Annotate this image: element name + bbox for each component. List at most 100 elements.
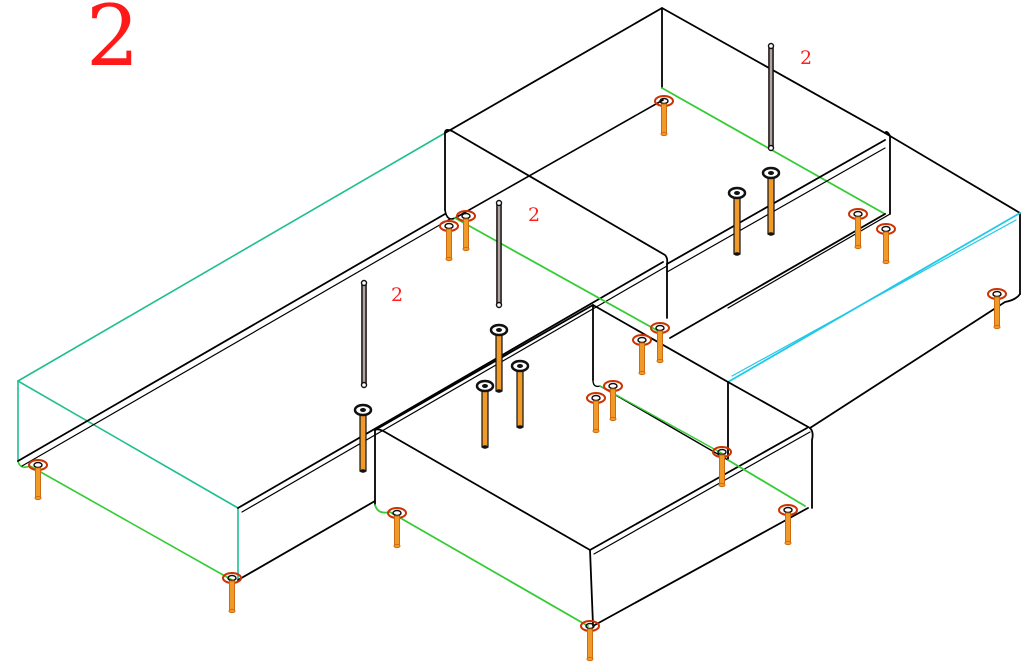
quantity-label: 2 [528,204,540,226]
step-number: 2 [86,0,140,85]
furniture-leg [28,459,48,501]
hardware-parts [28,42,1007,662]
chaise-front-top-edge [17,380,239,509]
corner-right-outline [884,132,1021,295]
washer-hole [360,408,366,412]
leg-shaft [883,231,889,263]
ottoman-module [374,304,814,627]
leg-bolt-head [637,336,647,344]
ottoman-front-edge [589,549,594,626]
ottoman-bottom-green [374,504,589,627]
bolt-tip [496,389,502,393]
quantity-label: 2 [800,47,812,69]
ottoman-right-top [592,304,729,461]
leg-tip [445,256,453,262]
bolt-shaft [359,412,367,472]
back-module [444,7,886,333]
furniture-leg [222,572,242,614]
furniture-leg [586,392,606,434]
quantity-labels: 2 2 2 [391,47,812,306]
bolt-tip [360,469,366,473]
connector-rod [767,42,775,152]
ottoman-top-left [374,428,591,551]
ottoman-top-back [374,304,594,431]
leg-tip [718,482,726,488]
leg-shaft [35,467,41,499]
leg-tip [586,656,594,662]
leg-bolt-head [783,506,793,514]
leg-shaft [446,228,452,260]
quantity-label: 2 [391,284,403,306]
bolt-shaft [516,368,524,428]
leg-tip [592,428,600,434]
furniture-leg [848,208,868,250]
leg-shaft [394,515,400,547]
washer-hole [768,171,774,175]
leg-bolt-head [33,461,43,469]
leg-tip [609,416,617,422]
corner-bottom-edge [809,293,1021,429]
leg-tip [656,358,664,364]
bolt-shaft [767,175,775,235]
ottoman-top-front [589,427,808,551]
bolt-tip [482,445,488,449]
leg-bolt-head [853,210,863,218]
rod-bottom-cap [767,144,775,152]
bolt-tip [734,252,740,256]
leg-shaft [657,330,663,362]
furniture-leg [632,334,652,376]
rod-top-cap [495,199,503,207]
washer-bolt [353,403,373,473]
washer-hole [482,384,488,388]
leg-shaft [229,580,235,612]
leg-shaft [593,400,599,432]
furniture-leg [654,95,674,137]
furniture-leg [580,620,600,662]
chaise-seam-line [17,213,446,462]
corner-seat-back [669,213,886,339]
leg-bolt-head [461,212,471,220]
back-bottom-green [454,217,661,333]
furniture-leg [876,223,896,265]
leg-shaft [994,296,1000,328]
back-front-top [444,128,669,265]
furniture-leg [439,220,459,262]
rod-bottom-cap [495,301,503,309]
furniture-leg [650,322,670,364]
washer-bolt [727,186,747,256]
leg-tip [993,324,1001,330]
chaise-module [17,132,668,581]
bolt-shaft [733,195,741,255]
leg-tip [660,131,668,137]
leg-tip [228,608,236,614]
back-rear-bottom-green [661,87,886,215]
chaise-seam-line-2 [21,218,451,467]
furniture-leg [778,504,798,546]
chaise-top-front-edge [237,261,664,509]
corner-module [669,131,1021,429]
back-seam [666,139,886,265]
leg-shaft [463,218,469,250]
leg-shaft [719,454,725,486]
leg-shaft [661,103,667,135]
bolt-tip [768,232,774,236]
leg-bolt-head [881,225,891,233]
bolt-shaft [481,388,489,448]
ottoman-inner-green [599,385,726,456]
corner-top-front-cyan-2 [731,219,1017,377]
leg-tip [393,543,401,549]
corner-inner-edge [884,131,891,215]
furniture-leg [387,507,407,549]
sofa-modules [17,7,1021,627]
leg-tip [34,495,42,501]
leg-shaft [587,628,593,660]
rod-bottom-cap [360,381,368,389]
leg-shaft [610,388,616,420]
leg-tip [638,370,646,376]
back-inner-line [444,99,664,220]
furniture-leg [603,380,623,422]
washer-bolt [475,379,495,449]
corner-seat-back-2 [727,213,891,309]
leg-bolt-head [444,222,454,230]
washer-hole [734,191,740,195]
